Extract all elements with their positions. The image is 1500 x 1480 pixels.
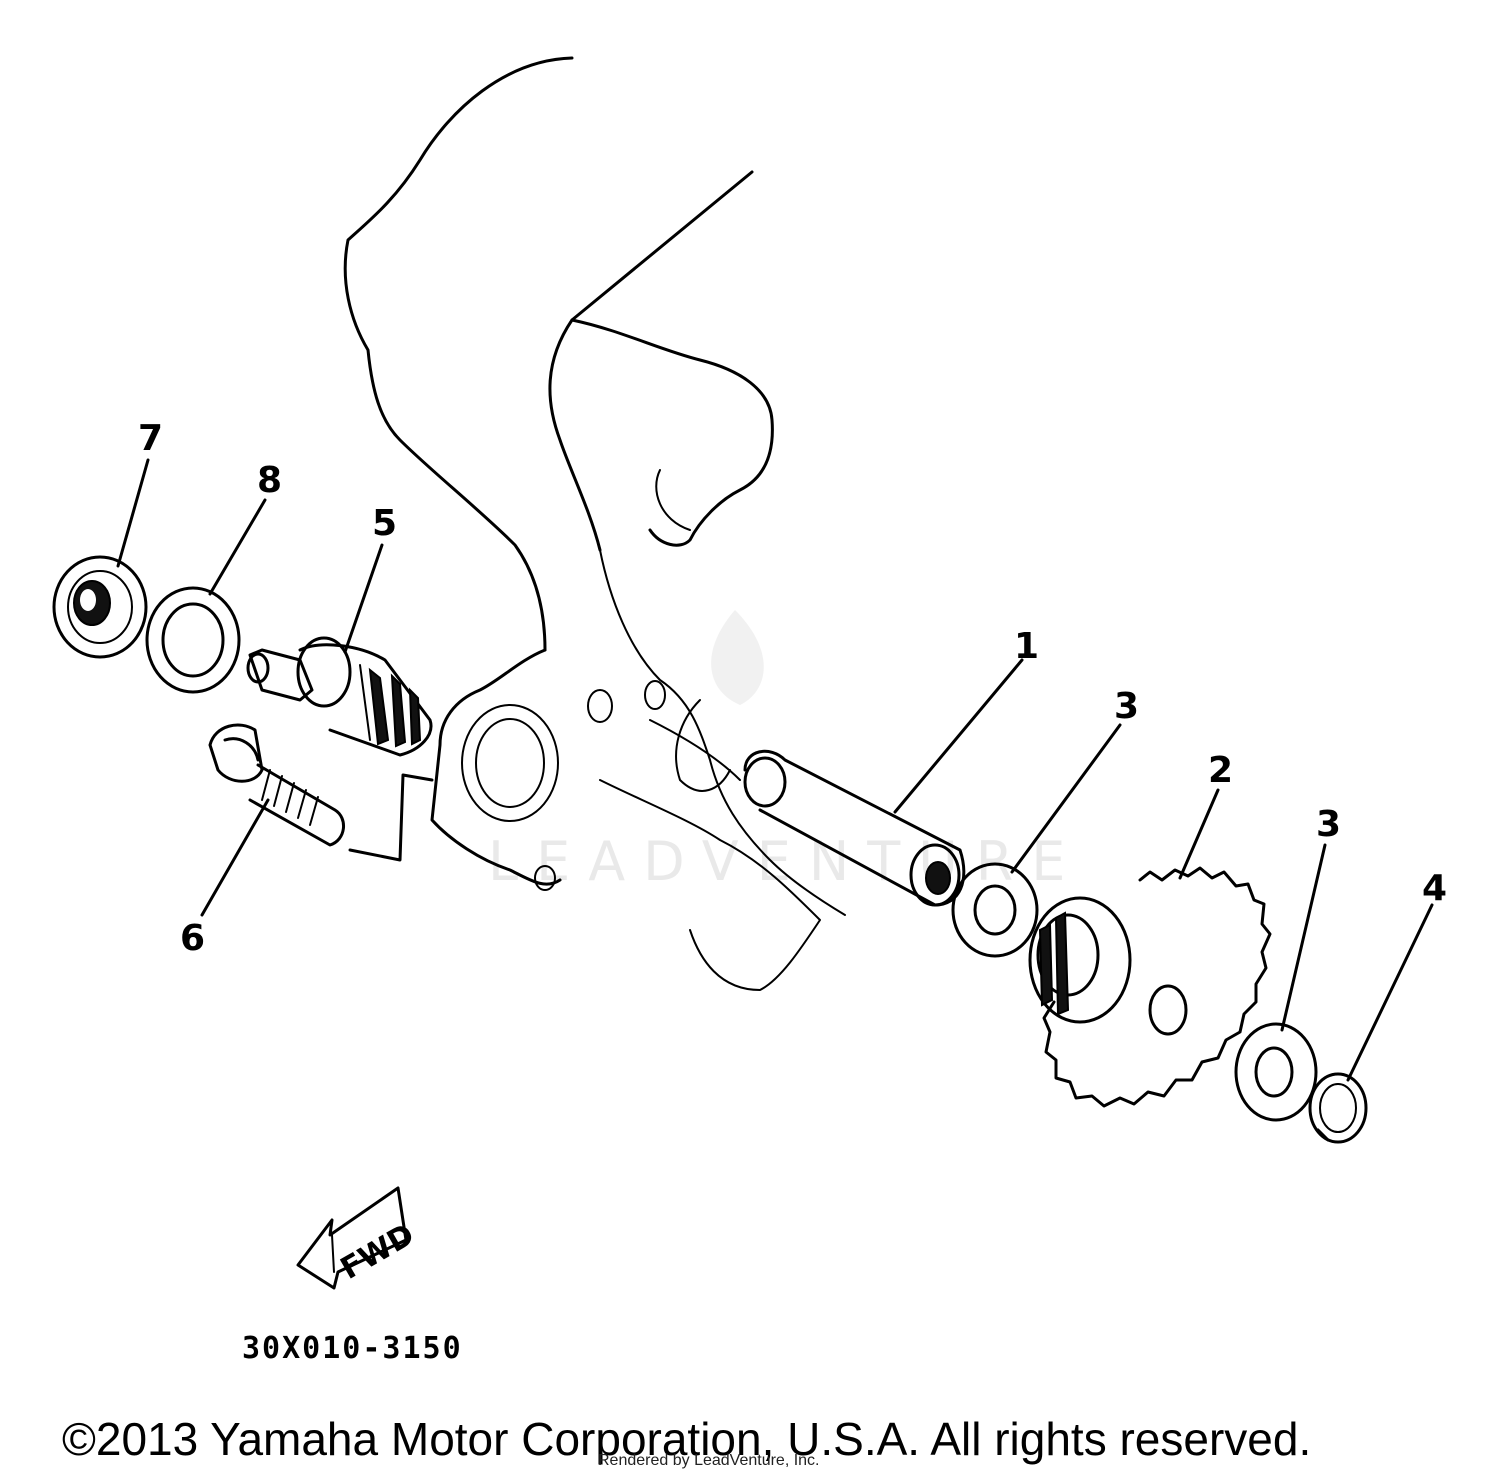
installation-bracket-line <box>348 773 434 862</box>
callout-6: 6 <box>180 918 205 959</box>
part-8-washer <box>145 586 241 694</box>
watermark: LEADVENTURE <box>488 610 1083 893</box>
callout-3-right: 3 <box>1316 804 1341 845</box>
part-2-gear <box>1028 866 1272 1108</box>
callout-7: 7 <box>138 418 163 459</box>
diagram-code: 30X010-3150 <box>242 1331 463 1366</box>
rendered-by-credit: Rendered by LeadVenture, Inc. <box>598 1452 820 1469</box>
part-1-shaft <box>743 749 966 907</box>
fwd-label: FWD <box>335 1217 420 1287</box>
part-7-bearing <box>52 555 148 659</box>
part-3-washer-right <box>1234 1022 1318 1122</box>
callout-8: 8 <box>257 460 282 501</box>
watermark-text: LEADVENTURE <box>488 830 1083 893</box>
callout-1: 1 <box>1014 626 1039 667</box>
callout-2: 2 <box>1208 750 1233 791</box>
leader-lines <box>116 458 1434 1082</box>
callout-3-left: 3 <box>1114 686 1139 727</box>
fwd-arrow-icon: FWD <box>296 1186 420 1290</box>
crankcase-outline <box>343 56 846 991</box>
callout-5: 5 <box>372 503 397 544</box>
part-3-washer-left <box>951 862 1039 958</box>
copyright-notice: ©2013 Yamaha Motor Corporation, U.S.A. A… <box>62 1413 1312 1465</box>
callout-4: 4 <box>1422 868 1447 909</box>
part-5-gear-shaft <box>246 636 433 757</box>
part-4-circlip <box>1308 1072 1368 1144</box>
part-6-bolt <box>208 723 345 847</box>
